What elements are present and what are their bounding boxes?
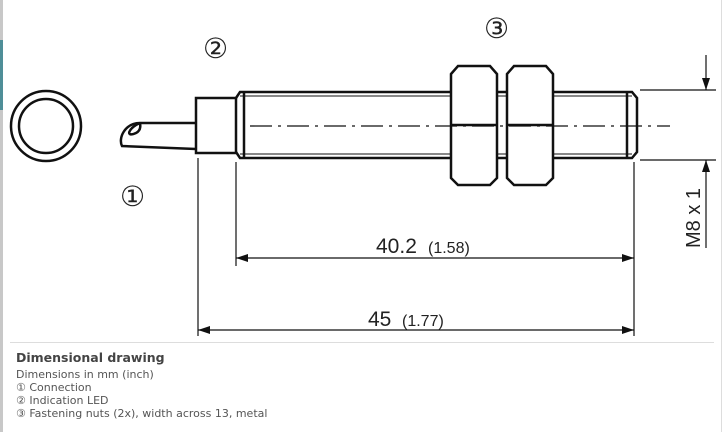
callout-nuts: ③ xyxy=(484,13,509,44)
callout-connection: ① xyxy=(120,181,145,212)
caption-line: ① Connection xyxy=(16,381,92,394)
accent-bar xyxy=(0,40,3,110)
dim-total-length-inch: (1.77) xyxy=(402,313,444,330)
caption-line: Dimensions in mm (inch) xyxy=(16,368,154,381)
dimension-lines xyxy=(197,55,716,336)
dim-thread-length: 40.2 xyxy=(376,235,417,258)
callout-led: ② xyxy=(203,33,228,64)
cable xyxy=(119,121,197,151)
thread-label: M8 x 1 xyxy=(683,188,705,248)
dimensional-drawing: ① ② ③ 40.2 (1.58) 45 (1.77) M8 x 1 xyxy=(9,13,716,336)
threaded-body xyxy=(234,90,639,160)
dim-thread-length-inch: (1.58) xyxy=(428,240,470,257)
caption: Dimensional drawing Dimensions in mm (in… xyxy=(16,351,267,420)
caption-line: ③ Fastening nuts (2x), width across 13, … xyxy=(16,407,268,420)
window-border-right xyxy=(721,0,722,432)
dim-total-length: 45 xyxy=(368,308,391,331)
window-border xyxy=(0,0,3,432)
divider xyxy=(10,342,714,343)
caption-line: ② Indication LED xyxy=(16,394,109,407)
led-housing xyxy=(194,96,238,155)
caption-title: Dimensional drawing xyxy=(16,350,165,365)
front-view-circle xyxy=(9,89,83,163)
